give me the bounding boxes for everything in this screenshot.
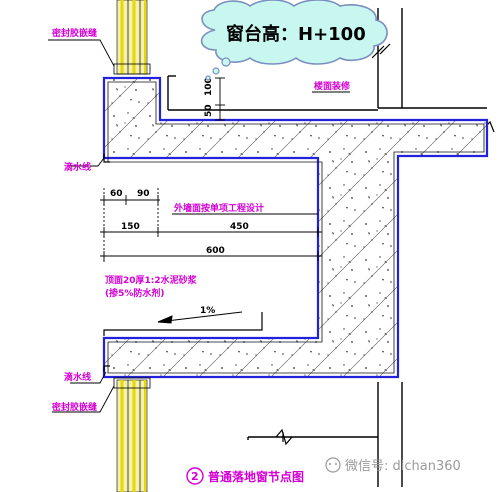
concrete-inner-outline bbox=[107, 81, 485, 374]
label-sealant-top: 密封胶嵌缝 bbox=[51, 27, 97, 39]
callout-text: 窗台高：H+100 bbox=[226, 23, 366, 45]
dim-50: 50 bbox=[204, 104, 214, 117]
diagram-title: 2 普通落地窗节点图 bbox=[186, 467, 304, 485]
slope-label: 1% bbox=[200, 306, 215, 316]
drip-groove-upper bbox=[103, 154, 110, 163]
wechat-icon-dot2 bbox=[335, 463, 337, 465]
drip-groove-lower bbox=[103, 365, 110, 372]
slope-arrow bbox=[157, 311, 243, 324]
label-finish-line2: (掺5%防水剂) bbox=[105, 287, 165, 299]
title-text: 普通落地窗节点图 bbox=[208, 469, 304, 484]
label-leaders bbox=[48, 39, 350, 413]
window-frame-bottom bbox=[113, 377, 151, 492]
watermark: 微信号: dichan360 bbox=[325, 457, 461, 474]
callout-bubble-1 bbox=[221, 57, 231, 67]
label-room-floor: 楼面装修 bbox=[314, 80, 351, 92]
callout-cloud-shape bbox=[200, 0, 388, 65]
title-number-circle bbox=[186, 467, 204, 485]
wechat-icon bbox=[325, 457, 341, 473]
label-drip-upper: 滴水线 bbox=[64, 161, 91, 173]
dim-150: 150 bbox=[121, 222, 140, 232]
dim-600: 600 bbox=[206, 246, 225, 256]
label-finish-line1: 顶面20厚1:2水泥砂浆 bbox=[105, 274, 198, 286]
dim-90: 90 bbox=[137, 189, 150, 199]
concrete-sill-section bbox=[102, 76, 489, 379]
dim-60: 60 bbox=[110, 189, 123, 199]
dim-450: 450 bbox=[230, 222, 249, 232]
label-drip-lower: 滴水线 bbox=[64, 371, 91, 383]
wechat-icon-dot bbox=[329, 463, 331, 465]
dim-100: 100 bbox=[204, 77, 214, 96]
label-sealant-bottom: 密封胶嵌缝 bbox=[51, 401, 97, 413]
callout-bubble-2 bbox=[212, 67, 220, 75]
wall-lines bbox=[167, 8, 487, 487]
window-frame-top bbox=[113, 0, 151, 75]
callout-bubble-3 bbox=[205, 75, 211, 81]
watermark-text: 微信号: dichan360 bbox=[345, 459, 461, 474]
sill-screed-layer bbox=[103, 312, 263, 336]
label-facade-note: 外墙面按单项工程设计 bbox=[173, 202, 264, 214]
window-sill-height-callout: 窗台高：H+100 bbox=[200, 0, 388, 81]
dimension-lines bbox=[100, 77, 322, 262]
title-number: 2 bbox=[191, 470, 199, 483]
